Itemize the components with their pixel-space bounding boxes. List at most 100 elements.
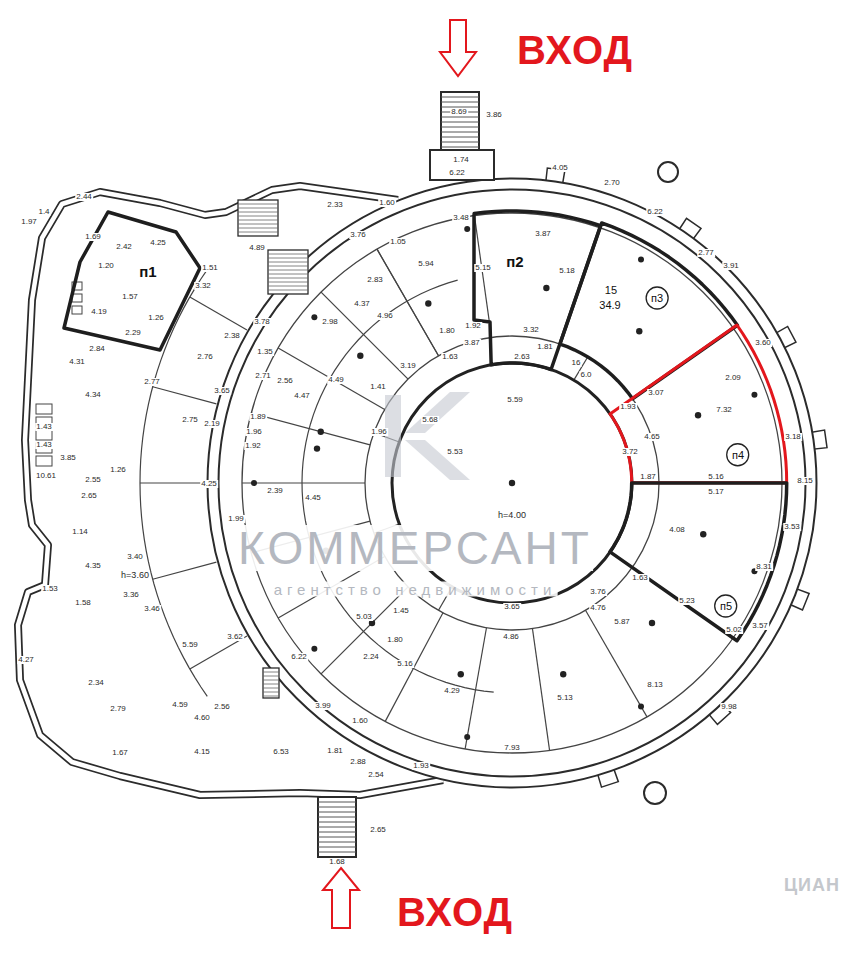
stair-step <box>318 842 356 843</box>
dimension-label: 5.15 <box>474 264 492 272</box>
dimension-label: 5.59 <box>506 396 524 404</box>
dimension-label: 1.92 <box>464 322 482 330</box>
dimension-label: 1.93 <box>619 403 637 411</box>
dimension-label: 3.76 <box>349 231 367 239</box>
dimension-label: 2.38 <box>223 332 241 340</box>
dimension-label: 1.60 <box>378 199 396 207</box>
room-region: п5 <box>607 480 790 644</box>
dimension-label: 3.62 <box>226 633 244 641</box>
room-outline <box>64 212 200 350</box>
dimension-label: 1.26 <box>109 466 127 474</box>
dimension-label: 3.78 <box>253 318 271 326</box>
dimension-label: 1.69 <box>84 233 102 241</box>
room-label: 15 <box>605 284 617 296</box>
dimension-label: 3.57 <box>751 622 769 630</box>
partition <box>242 482 365 483</box>
column <box>311 314 317 320</box>
stair-step <box>441 132 479 133</box>
stair-step <box>441 102 479 103</box>
dimension-label: 1.93 <box>412 762 430 770</box>
dimension-label: 6.22 <box>448 169 466 177</box>
watermark: КОММЕРСАНТ <box>237 525 593 571</box>
dimension-label: 3.32 <box>522 326 540 334</box>
dimension-label: 2.33 <box>326 201 344 209</box>
dimension-label: 1.68 <box>328 858 346 866</box>
dimension-label: 2.84 <box>88 345 106 353</box>
column <box>464 734 470 740</box>
dimension-label: 4.29 <box>443 687 461 695</box>
column <box>425 300 431 306</box>
dimension-label: 1.35 <box>256 348 274 356</box>
dimension-label: 4.35 <box>84 562 102 570</box>
dimension-label: 1.80 <box>386 636 404 644</box>
room-label: 34.9 <box>599 299 620 311</box>
dimension-label: 4.49 <box>327 376 345 384</box>
dimension-label: 2.76 <box>196 353 214 361</box>
dimension-label: 2.79 <box>109 705 127 713</box>
column <box>509 480 515 486</box>
column <box>649 620 655 626</box>
dimension-label: 1.63 <box>441 353 459 361</box>
toilet-stall <box>36 456 52 466</box>
dimension-label: 4.37 <box>353 300 371 308</box>
dimension-label: 1.43 <box>35 441 53 449</box>
inner-stair <box>263 668 279 698</box>
dimension-label: 8.69 <box>450 108 468 116</box>
room-ring <box>302 280 494 692</box>
partition <box>251 413 370 445</box>
room-outline <box>560 223 737 399</box>
dimension-label: 2.29 <box>124 329 142 337</box>
dimension-label: 4.47 <box>293 392 311 400</box>
stair-step <box>263 680 279 681</box>
stair <box>318 797 356 857</box>
dimension-label: 1.26 <box>147 314 165 322</box>
dimension-label: 2.77 <box>697 249 715 257</box>
stair-step <box>441 147 479 148</box>
dimension-label: 1.97 <box>20 218 38 226</box>
dimension-label: 3.40 <box>126 553 144 561</box>
stair-step <box>238 220 278 221</box>
dimension-label: 4.15 <box>193 748 211 756</box>
partition <box>377 249 439 356</box>
dimension-label: 4.76 <box>589 604 607 612</box>
dimension-label: 2.56 <box>213 703 231 711</box>
watermark-logo <box>385 392 470 480</box>
dimension-label: 1.74 <box>452 156 470 164</box>
dimension-label: 2.54 <box>367 771 385 779</box>
column <box>560 671 566 677</box>
dimension-label: 2.71 <box>254 372 272 380</box>
dimension-label: 5.23 <box>678 597 696 605</box>
height-label: h=3.60 <box>120 571 150 580</box>
dimension-label: 3.72 <box>621 448 639 456</box>
floor-plan <box>18 20 827 928</box>
partition <box>321 292 408 379</box>
wing-corridor <box>140 270 207 697</box>
column <box>751 392 757 398</box>
round-bay <box>644 782 666 804</box>
dimension-label: 3.99 <box>314 702 332 710</box>
dimension-label: 1.60 <box>351 717 369 725</box>
stair-step <box>263 692 279 693</box>
dimension-label: 5.02 <box>725 626 743 634</box>
callout-number: п5 <box>720 600 732 612</box>
watermark: ЦИАН <box>783 876 841 894</box>
dimension-label: 2.34 <box>87 679 105 687</box>
stair-step <box>441 122 479 123</box>
dimension-label: 2.65 <box>80 492 98 500</box>
callout-circle <box>646 287 668 309</box>
room-outline <box>610 325 787 483</box>
dimension-label: 1.81 <box>536 343 554 351</box>
dimension-label: 3.36 <box>122 591 140 599</box>
dimension-label: 5.16 <box>396 660 414 668</box>
dimension-label: 1.57 <box>121 293 139 301</box>
dimension-label: 5.59 <box>181 641 199 649</box>
stair-step <box>318 817 356 818</box>
stair-step <box>238 216 278 217</box>
column <box>311 646 317 652</box>
dimension-label: 1.63 <box>631 574 649 582</box>
callout-number: п3 <box>651 292 663 304</box>
dimension-label: 2.24 <box>362 653 380 661</box>
dimension-label: 4.08 <box>668 526 686 534</box>
